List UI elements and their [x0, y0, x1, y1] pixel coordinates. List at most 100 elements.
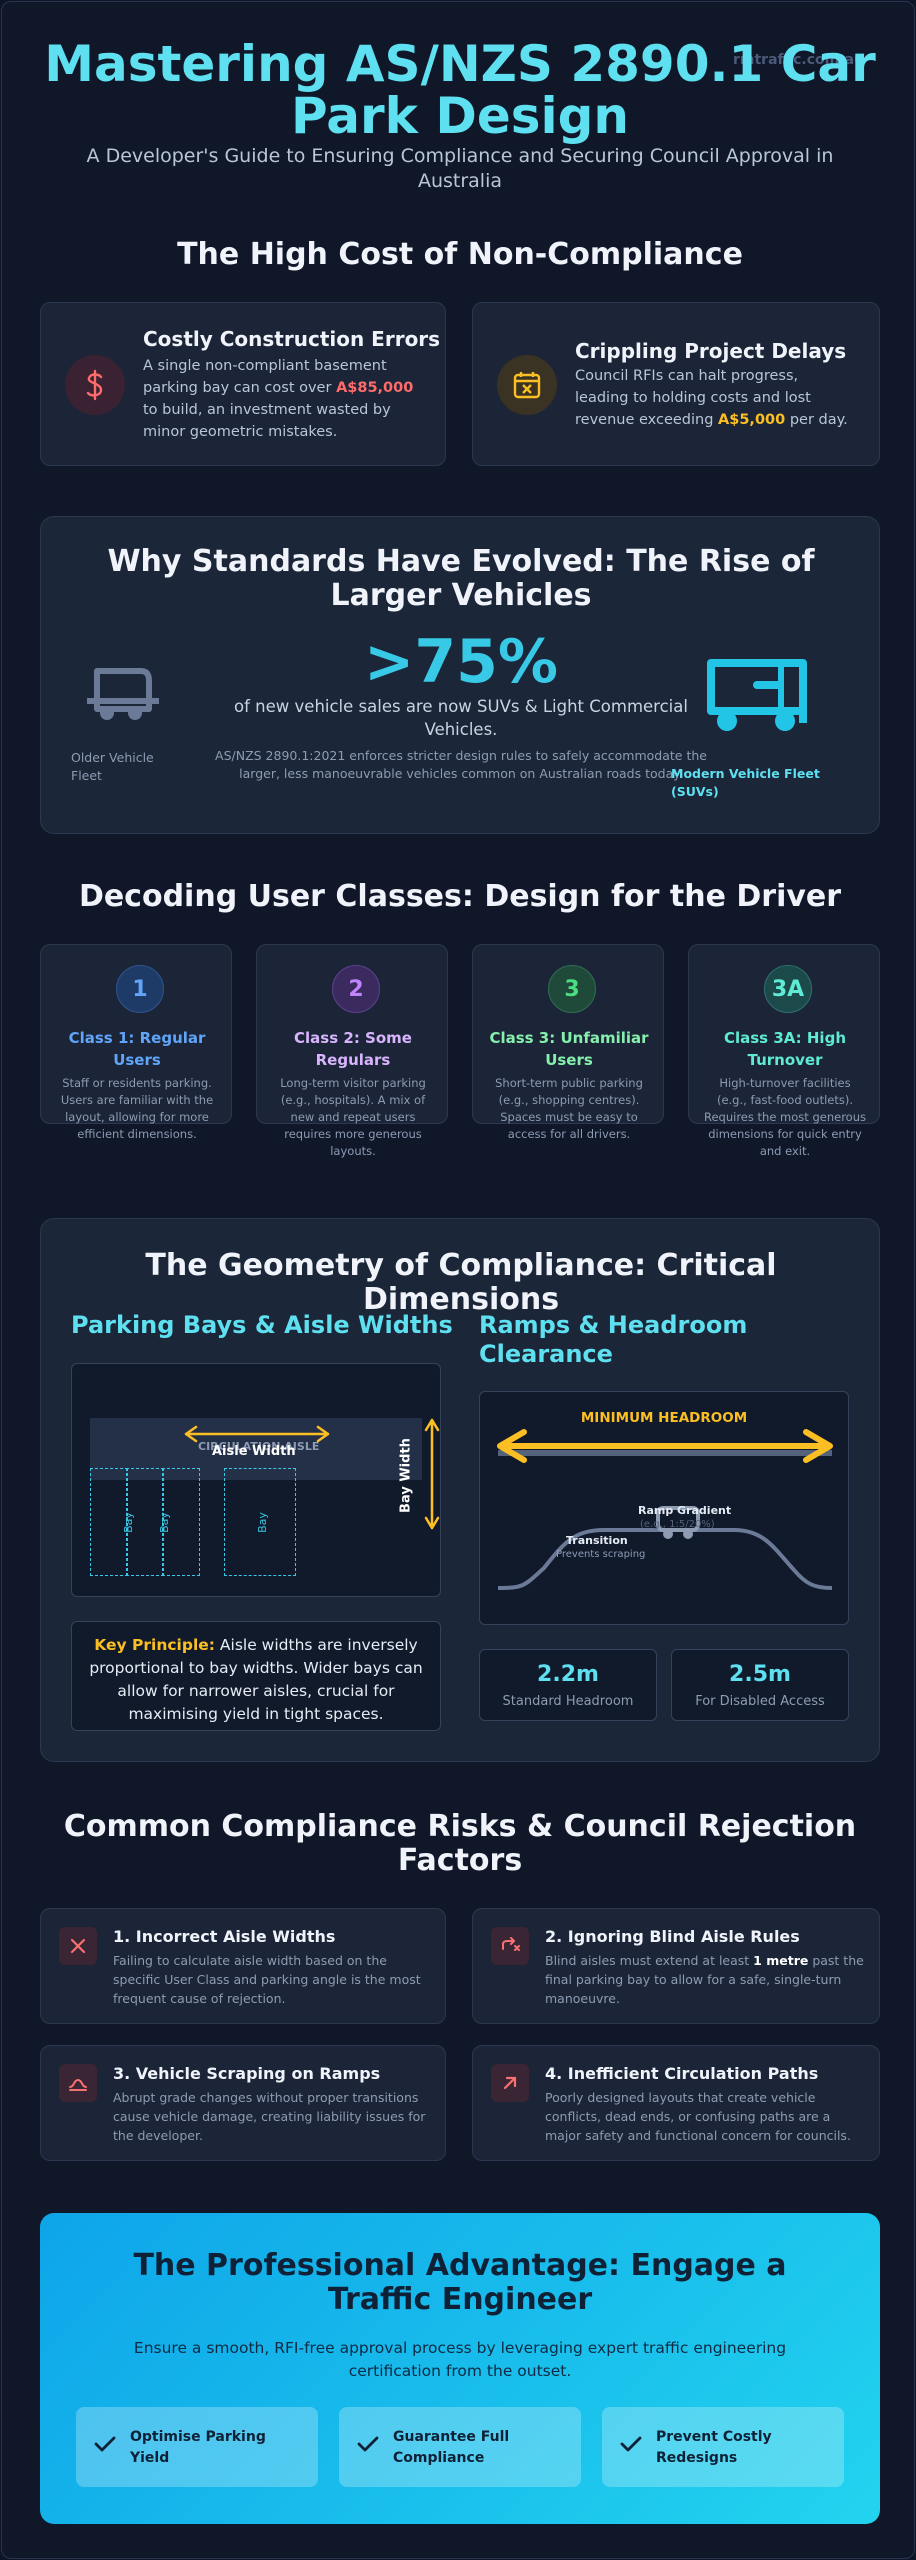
- key-principle-text: Key Principle: Aisle widths are inversel…: [89, 1636, 423, 1723]
- risk-description: Blind aisles must extend at least 1 metr…: [545, 1953, 864, 2006]
- circulation-aisle: [90, 1418, 422, 1480]
- risk-title: 3. Vehicle Scraping on Ramps: [113, 2064, 381, 2083]
- site-watermark: rmtraffic.com.au: [732, 52, 864, 68]
- class-card-1: 1 Class 1: Regular Users Staff or reside…: [40, 944, 232, 1141]
- parking-bay: [126, 1468, 164, 1576]
- class-title: Class 3A: High Turnover: [723, 1029, 846, 1069]
- risk-card-ramp-scraping: 3. Vehicle Scraping on Ramps Abrupt grad…: [40, 2045, 446, 2161]
- ramps-headroom-heading: Ramps & Headroom Clearance: [479, 1311, 748, 1368]
- suv-share-stat: >75%: [364, 627, 558, 697]
- cost-highlight: A$85,000: [336, 380, 414, 396]
- parking-bay: [90, 1468, 128, 1576]
- risk-title: 1. Incorrect Aisle Widths: [113, 1927, 336, 1946]
- arrow-up-right-icon: [491, 2064, 529, 2102]
- standard-note: AS/NZS 2890.1:2021 enforces stricter des…: [215, 748, 707, 781]
- check-icon: [357, 2436, 379, 2452]
- cost-card-delays: Crippling Project Delays Council RFIs ca…: [472, 302, 880, 466]
- dimension-label: Standard Headroom: [502, 1694, 634, 1709]
- check-icon: [620, 2436, 642, 2452]
- risk-title: 4. Inefficient Circulation Paths: [545, 2064, 819, 2083]
- cost-card-construction: Costly Construction Errors A single non-…: [40, 302, 446, 466]
- bay-aisle-diagram: CIRCULATION AISLE Aisle Width Bay Bay Ba…: [71, 1363, 441, 1597]
- cost-section-title: The High Cost of Non-Compliance: [177, 237, 743, 272]
- dimension-value: 2.2m: [537, 1662, 599, 1687]
- ramp-car-icon: [652, 1502, 704, 1546]
- risk-description: Failing to calculate aisle width based o…: [113, 1953, 421, 2006]
- class-title: Class 1: Regular Users: [68, 1029, 206, 1069]
- old-fleet-label: Older Vehicle Fleet: [71, 750, 154, 783]
- risks-section-title: Common Compliance Risks & Council Reject…: [63, 1809, 857, 1878]
- class-card-2: 2 Class 2: Some Regulars Long-term visit…: [256, 944, 448, 1158]
- bay-label: Bay: [121, 1512, 135, 1533]
- risk-description: Poorly designed layouts that create vehi…: [545, 2090, 851, 2143]
- page-subtitle: A Developer's Guide to Ensuring Complian…: [86, 145, 834, 192]
- modern-truck-icon: [697, 655, 821, 743]
- ramp-gradient-value: (e.g., 1:5/20%): [640, 1519, 715, 1530]
- aisle-width-arrow-icon: [182, 1424, 332, 1448]
- cta-title: The Professional Advantage: Engage a Tra…: [133, 2248, 787, 2317]
- class-card-3: 3 Class 3: Unfamiliar Users Short-term p…: [472, 944, 664, 1141]
- class-title: Class 2: Some Regulars: [294, 1029, 412, 1069]
- class-title: Class 3: Unfamiliar Users: [489, 1029, 649, 1069]
- aisle-width-label: Aisle Width: [212, 1444, 296, 1459]
- suv-share-description: of new vehicle sales are now SUVs & Ligh…: [234, 697, 688, 739]
- risk-card-circulation: 4. Inefficient Circulation Paths Poorly …: [472, 2045, 880, 2161]
- key-principle-box: Key Principle: Aisle widths are inversel…: [71, 1621, 441, 1731]
- geometry-title: The Geometry of Compliance: Critical Dim…: [145, 1248, 777, 1317]
- geometry-panel: The Geometry of Compliance: Critical Dim…: [40, 1218, 880, 1762]
- risk-card-blind-aisle: 2. Ignoring Blind Aisle Rules Blind aisl…: [472, 1908, 880, 2024]
- class-description: High-turnover facilities (e.g., fast-foo…: [704, 1076, 866, 1158]
- benefit-full-compliance[interactable]: Guarantee Full Compliance: [339, 2407, 581, 2487]
- class-card-3a: 3A Class 3A: High Turnover High-turnover…: [688, 944, 880, 1158]
- evolved-panel: Why Standards Have Evolved: The Rise of …: [40, 516, 880, 834]
- ramp-gradient-label: Ramp Gradient: [638, 1504, 732, 1517]
- cta-panel: The Professional Advantage: Engage a Tra…: [40, 2213, 880, 2524]
- ceiling-slab: [498, 1450, 832, 1456]
- disabled-headroom-card: 2.5m For Disabled Access: [671, 1649, 849, 1721]
- class-badge: 1: [116, 965, 164, 1013]
- evolved-title: Why Standards Have Evolved: The Rise of …: [107, 544, 815, 613]
- cost-card-text: Council RFIs can halt progress, leading …: [575, 368, 848, 428]
- modern-fleet-label: Modern Vehicle Fleet (SUVs): [671, 766, 820, 799]
- class-badge: 2: [332, 965, 380, 1013]
- minimum-headroom-label: MINIMUM HEADROOM: [580, 1410, 748, 1426]
- dimension-value: 2.5m: [729, 1662, 791, 1687]
- bay-width-label: Bay Width: [398, 1438, 414, 1513]
- calendar-x-icon: [497, 355, 557, 415]
- old-car-icon: [83, 661, 163, 729]
- page-title: Mastering AS/NZS 2890.1 Car Park Design: [44, 35, 876, 145]
- benefit-label: Optimise Parking Yield: [130, 2429, 266, 2466]
- bay-label: Bay: [157, 1512, 171, 1533]
- benefit-optimise-yield[interactable]: Optimise Parking Yield: [76, 2407, 318, 2487]
- cost-card-title: Costly Construction Errors: [143, 327, 441, 351]
- transition-label: Transition: [566, 1534, 628, 1547]
- transition-note: Prevents scraping: [556, 1549, 646, 1560]
- ramp-scrape-icon: [59, 2064, 97, 2102]
- check-icon: [94, 2436, 116, 2452]
- class-description: Short-term public parking (e.g., shoppin…: [495, 1076, 643, 1141]
- dollar-icon: [65, 355, 125, 415]
- class-description: Staff or residents parking. Users are fa…: [60, 1076, 214, 1141]
- class-description: Long-term visitor parking (e.g., hospita…: [280, 1076, 426, 1158]
- benefit-prevent-redesigns[interactable]: Prevent Costly Redesigns: [602, 2407, 844, 2487]
- standard-headroom-card: 2.2m Standard Headroom: [479, 1649, 657, 1721]
- classes-section-title: Decoding User Classes: Design for the Dr…: [78, 879, 842, 914]
- ramp-headroom-diagram: MINIMUM HEADROOM Ramp Gradient (e.g., 1:…: [479, 1391, 849, 1625]
- headroom-arrow-icon: [494, 1428, 836, 1468]
- parking-bay: [162, 1468, 200, 1576]
- class-badge: 3A: [764, 965, 812, 1013]
- cost-highlight: A$5,000: [718, 412, 786, 428]
- cta-subtitle: Ensure a smooth, RFI-free approval proce…: [133, 2339, 787, 2380]
- risk-card-aisle-widths: 1. Incorrect Aisle Widths Failing to cal…: [40, 1908, 446, 2024]
- class-badge: 3: [548, 965, 596, 1013]
- dimension-label: For Disabled Access: [695, 1694, 825, 1709]
- benefit-label: Prevent Costly Redesigns: [656, 2429, 772, 2466]
- risk-title: 2. Ignoring Blind Aisle Rules: [545, 1927, 800, 1946]
- benefit-label: Guarantee Full Compliance: [393, 2429, 510, 2466]
- bays-aisles-heading: Parking Bays & Aisle Widths: [71, 1311, 453, 1339]
- circulation-aisle-label: CIRCULATION AISLE: [198, 1440, 320, 1453]
- parking-bay: [224, 1468, 296, 1576]
- cost-card-title: Crippling Project Delays: [575, 339, 847, 363]
- x-icon: [59, 1927, 97, 1965]
